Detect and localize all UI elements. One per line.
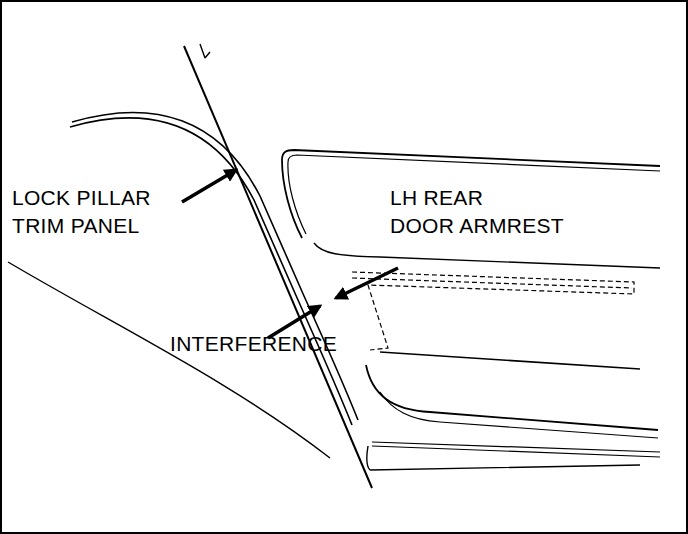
leader-arrow [182,170,398,338]
pillar-trim-outline [70,112,358,425]
part-label: LH REAR DOOR ARMREST [390,184,564,240]
pillar-edge [184,46,372,488]
callout-label: INTERFERENCE [170,330,337,358]
pillar-edge-end [200,44,210,58]
armrest-outline [282,150,660,470]
part-label: LOCK PILLAR TRIM PANEL [12,184,151,240]
seat-outline [8,262,330,458]
